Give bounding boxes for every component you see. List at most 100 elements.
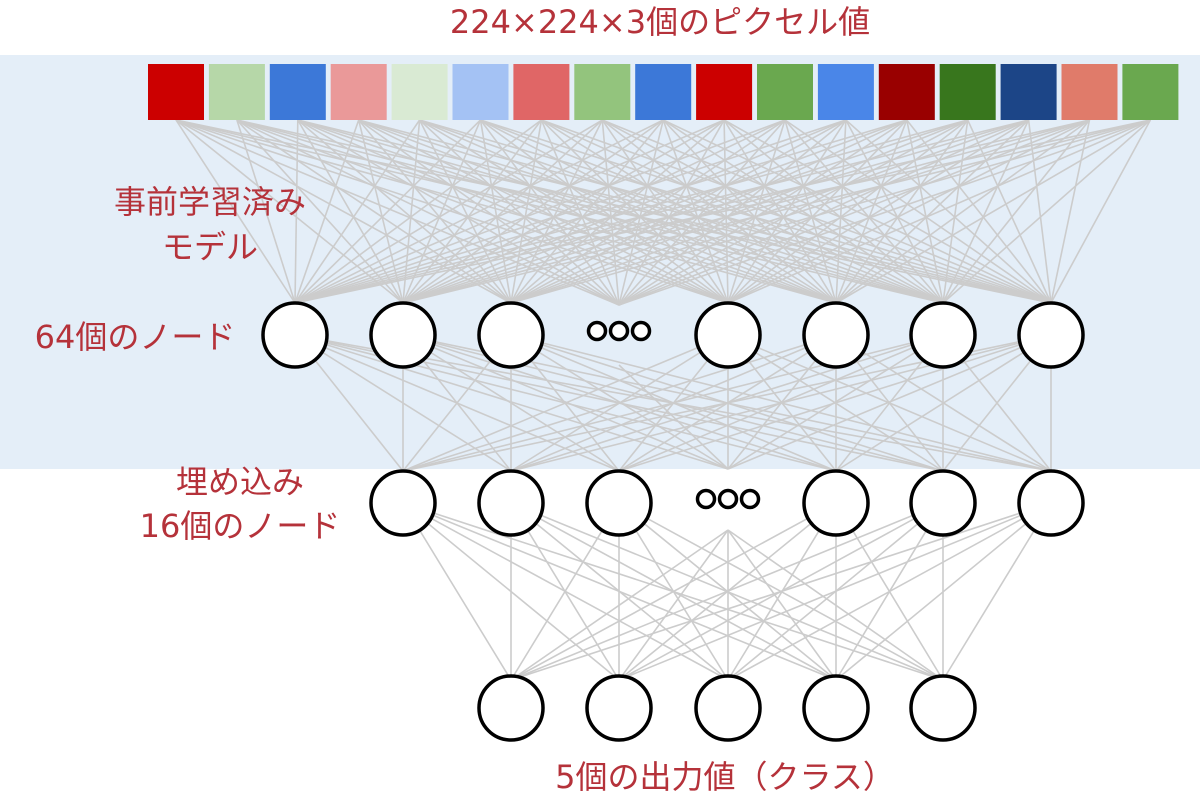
connection-line — [236, 119, 837, 304]
connection-line — [966, 119, 1052, 304]
pixel-cell — [1061, 64, 1118, 120]
pretrained-model-label-line1: 事前学習済み — [114, 183, 306, 221]
connection-line — [294, 119, 968, 304]
connection-line — [510, 502, 620, 681]
connection-line — [1027, 119, 1052, 304]
connection-line — [236, 119, 729, 304]
connection-line — [727, 119, 1030, 304]
connection-line — [294, 119, 1151, 304]
connection-line — [662, 119, 944, 304]
connection-line — [510, 334, 729, 470]
connection-line — [294, 119, 786, 304]
connection-line — [294, 119, 482, 304]
embedding-node — [585, 469, 653, 537]
connection-line — [419, 119, 944, 304]
connection-line — [175, 119, 729, 304]
connection-line — [402, 119, 1029, 304]
connection-line — [727, 529, 837, 681]
connection-line — [727, 119, 908, 304]
connection-line — [480, 119, 729, 304]
embedding-node — [802, 469, 870, 537]
connection-line — [294, 119, 1029, 304]
connection-line — [419, 119, 1052, 304]
embedding-node — [477, 469, 545, 537]
hidden-node — [1017, 301, 1085, 369]
connection-line — [942, 119, 969, 304]
connection-line — [618, 119, 908, 306]
connection-line — [236, 119, 944, 304]
connection-line — [402, 119, 725, 304]
pixel-cell — [513, 64, 570, 120]
connection-line — [618, 529, 729, 681]
connection-line — [510, 119, 1151, 304]
connection-line — [480, 119, 944, 304]
connection-line — [294, 119, 847, 304]
connection-line — [297, 119, 944, 304]
embedding-node — [909, 469, 977, 537]
connection-line — [727, 529, 944, 681]
connection-line — [510, 119, 847, 304]
connection-line — [419, 119, 729, 304]
connection-line — [402, 119, 664, 304]
connection-line — [419, 119, 837, 304]
ellipsis-dot — [630, 320, 652, 342]
pixel-row — [148, 64, 1179, 120]
output-node — [585, 674, 653, 742]
connection-line — [402, 502, 512, 681]
connection-line — [1050, 119, 1152, 304]
connection-line — [402, 334, 729, 472]
output-node — [802, 674, 870, 742]
pixel-cell — [208, 64, 265, 120]
connection-line — [906, 119, 1052, 304]
connection-line — [175, 119, 944, 304]
hidden-node — [909, 301, 977, 369]
connection-line — [510, 119, 908, 304]
pixel-cell — [452, 64, 509, 120]
connection-line — [618, 119, 1090, 306]
connection-line — [236, 119, 1052, 304]
connection-line — [510, 119, 786, 304]
connection-line — [297, 119, 729, 304]
connection-line — [835, 502, 1052, 681]
hidden-node — [477, 301, 545, 369]
connection-line — [845, 119, 1052, 304]
pixel-cell — [696, 64, 753, 120]
ellipsis-dot — [739, 488, 761, 510]
output-node — [909, 674, 977, 742]
hidden-node — [369, 301, 437, 369]
connections — [175, 119, 1152, 681]
connection-line — [618, 334, 1052, 472]
output-label: 5個の出力値（クラス） — [555, 758, 895, 796]
connection-line — [845, 119, 944, 304]
pixel-cell — [635, 64, 692, 120]
connection-line — [727, 334, 944, 470]
connection-line — [727, 119, 786, 304]
connection-line — [618, 119, 847, 306]
connection-line — [835, 119, 1151, 304]
connection-line — [294, 119, 725, 304]
pixel-values-label: 224×224×3個のピクセル値 — [450, 3, 870, 41]
pixel-cell — [757, 64, 813, 120]
embedding-label-line1: 埋め込み — [176, 463, 304, 501]
embedding-node — [1017, 469, 1085, 537]
connection-line — [297, 119, 1052, 304]
connection-line — [727, 334, 1052, 470]
connection-line — [541, 119, 944, 304]
connection-line — [835, 119, 1030, 304]
connection-line — [358, 119, 729, 304]
pixel-cell — [878, 64, 935, 120]
connection-line — [402, 119, 968, 304]
connection-line — [236, 119, 296, 304]
pixel-cell — [391, 64, 448, 120]
connection-line — [358, 119, 837, 304]
connection-line — [402, 119, 847, 304]
output-node — [477, 674, 545, 742]
connection-line — [601, 119, 944, 304]
connection-line — [906, 119, 944, 304]
connection-line — [784, 119, 944, 304]
connection-line — [358, 119, 944, 304]
connection-line — [727, 502, 1052, 681]
connection-line — [540, 119, 729, 304]
connection-line — [294, 119, 542, 304]
connection-line — [510, 119, 664, 304]
